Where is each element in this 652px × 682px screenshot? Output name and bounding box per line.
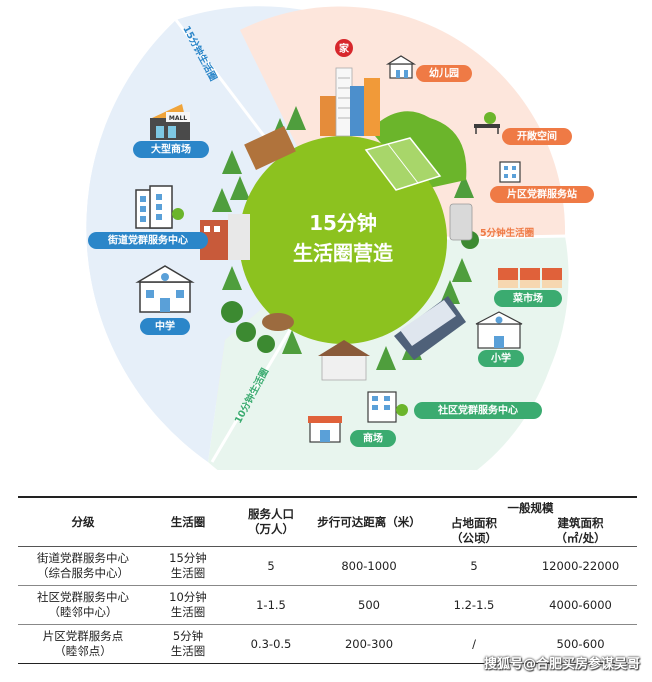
cell-level-line1: 社区党群服务中心 (37, 590, 129, 604)
cell-population: 0.3-0.5 (228, 624, 314, 664)
primary-school-building-icon (475, 311, 523, 349)
cell-circle: 5分钟 生活圈 (148, 624, 228, 664)
cell-level: 社区党群服务中心 （睦邻中心） (18, 585, 148, 625)
cell-level: 片区党群服务点 （睦邻点） (18, 624, 148, 664)
street-center-building-icon (135, 185, 184, 229)
fifteen-minute-life-circle-diagram: 15分钟生活圈 5分钟生活圈 10分钟生活圈 15分钟 生活圈营造 (86, 6, 594, 470)
cell-building: 500-600 (524, 624, 637, 664)
cell-circle: 15分钟 生活圈 (148, 546, 228, 586)
campus-building-icon (394, 296, 466, 360)
cell-distance: 500 (314, 585, 424, 625)
table-row: 社区党群服务中心 （睦邻中心） 10分钟 生活圈 1-1.5 500 1.2-1… (18, 585, 637, 625)
cell-circle-line1: 15分钟 (169, 551, 207, 565)
mall-building-icon: MALL (150, 104, 190, 140)
cell-circle-line1: 10分钟 (169, 590, 207, 604)
pill-primary-school (478, 350, 524, 367)
area-station-building-icon (499, 161, 521, 183)
pill-shop (350, 430, 396, 447)
header-land: 占地面积 （公顷） (424, 516, 524, 547)
cell-population: 1-1.5 (228, 585, 314, 625)
pill-middle-school (140, 318, 190, 335)
label-community-center: 社区党群服务中心 (437, 404, 518, 417)
home-badge-icon (335, 39, 353, 57)
shop-icon (308, 416, 342, 443)
label-mall: 大型商场 (151, 143, 191, 156)
center-title-line1: 15分钟 (309, 211, 377, 235)
header-land-line2: （公顷） (451, 531, 497, 545)
cell-circle-line2: 生活圈 (170, 605, 206, 619)
rock-icon (262, 313, 294, 331)
label-shop: 商场 (363, 432, 383, 445)
cell-level-line2: （睦邻中心） (48, 605, 118, 619)
cell-circle-line2: 生活圈 (170, 644, 206, 658)
cell-land: / (424, 624, 524, 664)
cell-level-line1: 片区党群服务点 (42, 629, 124, 643)
header-population-line1: 服务人口 (248, 507, 294, 521)
pill-kindergarten (416, 65, 472, 82)
header-population-line2: （万人） (248, 522, 294, 536)
kindergarten-building-icon (385, 55, 417, 79)
bottom-house-icon (318, 340, 370, 381)
pill-vegetable-market (494, 290, 562, 307)
ring-5-label: 5分钟生活圈 (480, 227, 534, 239)
header-population: 服务人口 （万人） (228, 496, 314, 547)
facility-standard-table: 分级 生活圈 服务人口 （万人） 步行可达距离（米） 一般规模 占地面积 （公顷… (18, 496, 637, 664)
label-area-station: 片区党群服务站 (507, 188, 577, 201)
pill-open-space (502, 128, 572, 145)
cell-building: 12000-22000 (524, 546, 637, 586)
cell-level-line2: （睦邻点） (54, 644, 112, 658)
cell-land: 1.2-1.5 (424, 585, 524, 625)
home-buildings-icon (320, 67, 380, 137)
cell-level: 街道党群服务中心 （综合服务中心） (18, 546, 148, 586)
cell-population: 5 (228, 546, 314, 586)
community-center-building-icon (367, 391, 408, 423)
cell-building: 4000-6000 (524, 585, 637, 625)
label-vegetable-market: 菜市场 (512, 292, 543, 305)
label-open-space: 开敞空间 (517, 130, 557, 143)
market-stalls-icon (498, 268, 562, 288)
open-space-bench-icon (474, 112, 500, 134)
cell-circle-line2: 生活圈 (170, 566, 206, 580)
header-distance: 步行可达距离（米） (314, 496, 424, 547)
cell-level-line2: （综合服务中心） (37, 566, 129, 580)
cell-circle-line1: 5分钟 (172, 629, 204, 643)
cell-land: 5 (424, 546, 524, 586)
cell-level-line1: 街道党群服务中心 (37, 551, 129, 565)
label-middle-school: 中学 (155, 320, 175, 333)
left-houses-icon (200, 126, 296, 260)
header-building-line2: （㎡/处） (555, 531, 606, 545)
mall-sign: MALL (169, 115, 187, 122)
label-kindergarten: 幼儿园 (429, 67, 459, 80)
label-street-center: 街道党群服务中心 (107, 234, 188, 247)
header-scale: 一般规模 (424, 496, 637, 516)
cell-distance: 800-1000 (314, 546, 424, 586)
home-badge: 家 (339, 42, 350, 55)
pill-community-center (414, 402, 542, 419)
watermark: 搜狐号@合肥买房参谋吴哥 (483, 657, 640, 672)
table-row: 街道党群服务中心 （综合服务中心） 15分钟 生活圈 5 800-1000 5 … (18, 546, 637, 586)
cell-circle: 10分钟 生活圈 (148, 585, 228, 625)
header-building-line1: 建筑面积 (557, 516, 604, 530)
center-title-line2: 生活圈营造 (293, 241, 394, 265)
cell-distance: 200-300 (314, 624, 424, 664)
middle-school-building-icon (135, 265, 195, 313)
header-land-line1: 占地面积 (451, 516, 497, 530)
bus-icon (449, 203, 473, 241)
pill-mall (133, 141, 209, 158)
pill-area-station (490, 186, 594, 203)
header-level: 分级 (18, 496, 148, 547)
pill-street-center (88, 232, 208, 249)
label-primary-school: 小学 (490, 352, 511, 365)
header-circle: 生活圈 (148, 496, 228, 547)
table-row: 片区党群服务点 （睦邻点） 5分钟 生活圈 0.3-0.5 200-300 / … (18, 624, 637, 664)
header-building: 建筑面积 （㎡/处） (524, 516, 637, 547)
